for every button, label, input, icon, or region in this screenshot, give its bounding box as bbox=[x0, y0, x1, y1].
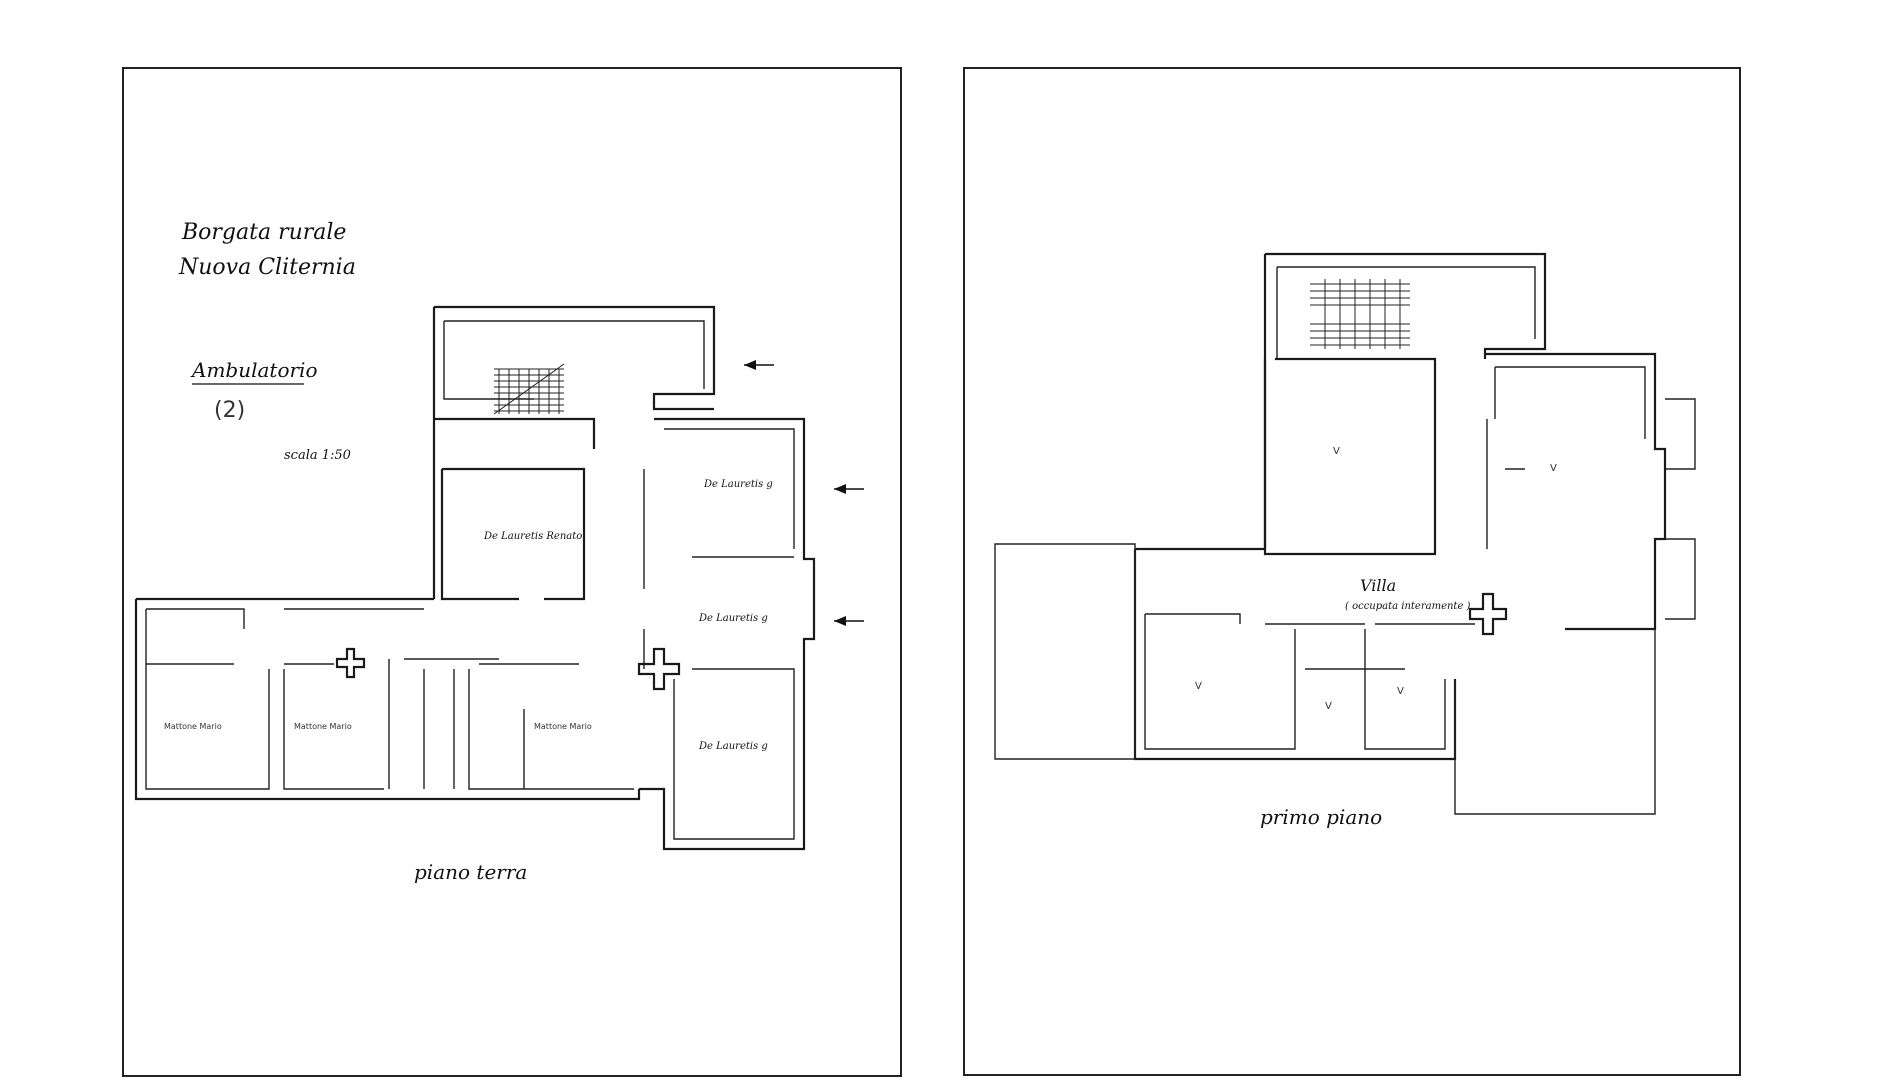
ground-floor-plan: Borgata rurale Nuova Cliternia Ambulator… bbox=[134, 220, 864, 884]
entry-arrows bbox=[744, 360, 864, 626]
room-label-left-1: Mattone Mario bbox=[164, 722, 222, 731]
first-floor-sheet: V V V V V Villa ( occupata interamente )… bbox=[963, 67, 1741, 1076]
first-floor-stair-treads bbox=[1310, 279, 1410, 349]
stair-treads bbox=[493, 363, 565, 415]
room-label-v-lower-3: V bbox=[1397, 686, 1404, 697]
room-label-v-upper-left: V bbox=[1333, 446, 1340, 457]
room-label-mid-right: De Lauretis g bbox=[698, 613, 768, 624]
room-label-left-2: Mattone Mario bbox=[294, 722, 352, 731]
first-floor-walls bbox=[994, 252, 1696, 815]
scale-label: scala 1:50 bbox=[284, 448, 351, 463]
title-line-1: Borgata rurale bbox=[181, 220, 346, 245]
building-number: (2) bbox=[214, 398, 245, 423]
floor-label-ground: piano terra bbox=[414, 860, 527, 884]
villa-label: Villa bbox=[1360, 576, 1396, 595]
room-label-center: De Lauretis Renato bbox=[483, 531, 582, 542]
room-label-v-upper-right: V bbox=[1550, 463, 1557, 474]
room-label-top-right: De Lauretis g bbox=[703, 479, 773, 490]
building-label: Ambulatorio bbox=[190, 358, 318, 382]
room-label-v-lower-2: V bbox=[1325, 701, 1332, 712]
villa-note: ( occupata interamente ) bbox=[1345, 601, 1471, 612]
title-line-2: Nuova Cliternia bbox=[178, 255, 356, 280]
floor-label-first: primo piano bbox=[1260, 805, 1382, 829]
room-label-v-lower-1: V bbox=[1195, 681, 1202, 692]
ground-floor-sheet: Borgata rurale Nuova Cliternia Ambulator… bbox=[122, 67, 902, 1077]
ground-floor-walls bbox=[134, 305, 816, 851]
room-label-bottom-right: De Lauretis g bbox=[698, 741, 768, 752]
first-floor-plan: V V V V V Villa ( occupata interamente )… bbox=[994, 252, 1696, 829]
room-label-left-3: Mattone Mario bbox=[534, 722, 592, 731]
